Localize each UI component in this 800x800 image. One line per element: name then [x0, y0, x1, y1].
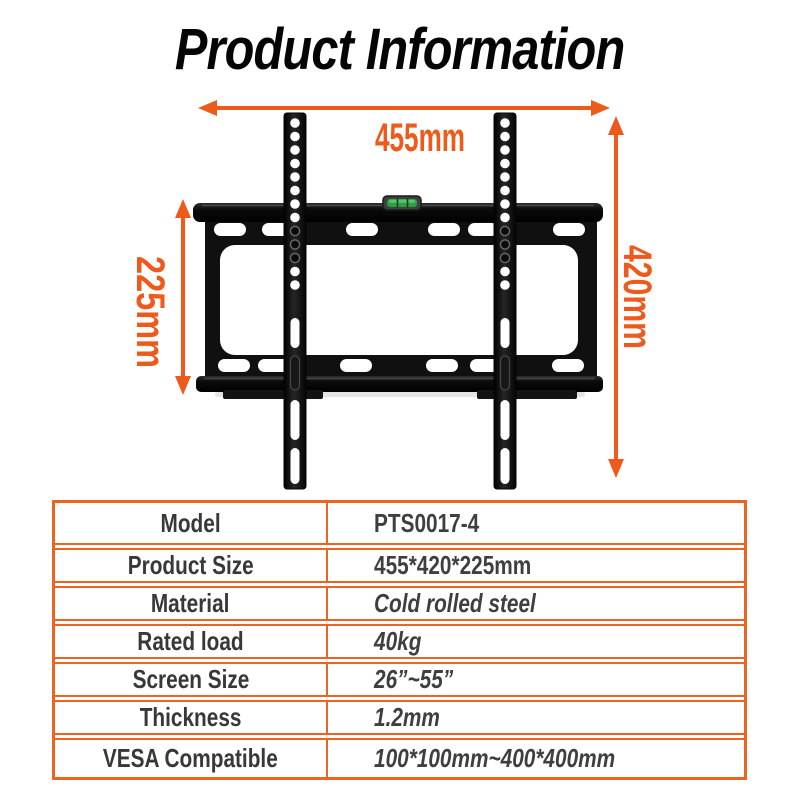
width-dimension-label: 455mm — [375, 116, 465, 160]
plate-foot-left — [223, 390, 323, 399]
right-height-dimension-label: 420mm — [615, 245, 659, 349]
row-label: Model — [55, 503, 328, 543]
table-row-screen-size: Screen Size 26”~55” — [55, 664, 744, 702]
row-label: Material — [55, 588, 328, 619]
bubble-level-icon — [382, 195, 422, 211]
wall-plate — [193, 195, 603, 399]
row-value: Cold rolled steel — [374, 588, 536, 618]
row-label: Thickness — [55, 702, 328, 733]
plate-bottom-slots — [218, 359, 584, 372]
row-label: Product Size — [55, 550, 328, 581]
row-label: VESA Compatible — [55, 740, 328, 777]
dimension-arrows — [181, 106, 618, 460]
left-height-dimension-label: 225mm — [128, 256, 172, 368]
table-row-product-size: Product Size 455*420*225mm — [55, 550, 744, 588]
table-row-thickness: Thickness 1.2mm — [55, 702, 744, 740]
rail-left — [283, 112, 307, 490]
row-value: PTS0017-4 — [374, 507, 480, 538]
spec-table: Model PTS0017-4 Product Size 455*420*225… — [52, 500, 747, 780]
table-row-material: Material Cold rolled steel — [55, 588, 744, 626]
row-label: Screen Size — [55, 664, 328, 695]
row-label: Rated load — [55, 626, 328, 657]
row-value: 1.2mm — [374, 702, 440, 732]
rail-right — [493, 112, 517, 490]
plate-cutout — [220, 245, 578, 355]
table-row-rated-load: Rated load 40kg — [55, 626, 744, 664]
page-title: Product Information — [175, 17, 625, 82]
dimension-arrowheads — [175, 100, 624, 478]
row-value: 40kg — [374, 626, 422, 656]
mount-rails — [283, 112, 517, 490]
row-value: 26”~55” — [374, 664, 454, 694]
table-row-model: Model PTS0017-4 — [55, 503, 744, 550]
table-row-vesa-compatible: VESA Compatible 100*100mm~400*400mm — [55, 740, 744, 777]
row-value: 100*100mm~400*400mm — [374, 743, 616, 773]
row-value: 455*420*225mm — [374, 550, 532, 580]
plate-foot-right — [477, 390, 577, 399]
product-diagram: 455mm 225mm 420mm — [128, 100, 659, 490]
